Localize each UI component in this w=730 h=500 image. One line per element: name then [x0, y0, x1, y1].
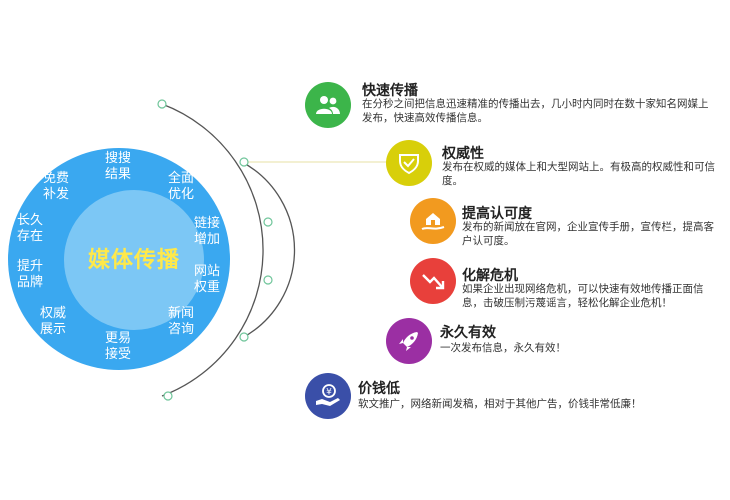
benefit-title-recognition: 提高认可度 — [462, 205, 532, 221]
arc-dot — [157, 99, 167, 109]
benefit-desc-crisis: 如果企业出现网络危机，可以快速有效地传播正面信息，击破压制污蔑谣言，轻松化解企业… — [462, 283, 704, 309]
benefit-desc-price: 软文推广，网络新闻发稿，相对于其他广告，价钱非常低廉！ — [358, 398, 642, 410]
money-hand-icon: ¥ — [305, 373, 351, 419]
benefit-title-price: 价钱低 — [358, 380, 400, 396]
wheel-segment-search: 搜搜 结果 — [104, 150, 131, 181]
wheel-segment-news: 新闻 咨询 — [167, 305, 194, 336]
arc-dot — [263, 275, 273, 285]
benefit-title-permanent: 永久有效 — [440, 324, 496, 340]
wheel-segment-lasting: 长久 存在 — [16, 212, 43, 243]
wheel-segment-links: 链接 增加 — [193, 215, 220, 246]
house-hand-icon — [410, 198, 456, 244]
rocket-icon — [386, 318, 432, 364]
benefit-desc-permanent: 一次发布信息，永久有效！ — [440, 342, 566, 354]
arc-dot — [263, 217, 273, 227]
benefit-title-authority: 权威性 — [442, 145, 484, 161]
trend-down-icon — [410, 258, 456, 304]
wheel-segment-accept: 更易 接受 — [104, 330, 131, 361]
wheel-segment-weight: 网站 权重 — [193, 263, 220, 294]
benefit-desc-fast: 在分秒之间把信息迅速精准的传播出去，几小时内同时在数十家知名网媒上发布，快速高效… — [362, 98, 709, 124]
wheel-center-title: 媒体传播 — [87, 247, 180, 272]
arc-dot — [239, 157, 249, 167]
benefit-desc-recognition: 发布的新闻放在官网，企业宣传手册，宣传栏，提高客户认可度。 — [462, 221, 714, 247]
benefit-desc-authority: 发布在权威的媒体上和大型网站上。有极高的权威性和可信度。 — [442, 161, 715, 187]
wheel-segment-authority: 权威 展示 — [39, 305, 66, 336]
wheel-center — [64, 190, 204, 330]
wheel-segment-optimize: 全面 优化 — [167, 170, 194, 201]
benefit-title-crisis: 化解危机 — [462, 267, 518, 283]
arc-dot — [163, 391, 173, 401]
users-icon — [305, 82, 351, 128]
arc-dot — [239, 332, 249, 342]
inner-arc — [241, 161, 296, 339]
wheel-segment-free: 免费 补发 — [42, 170, 69, 201]
shield-check-icon — [386, 140, 432, 186]
svg-text:¥: ¥ — [326, 388, 332, 398]
benefit-title-fast: 快速传播 — [362, 82, 418, 98]
wheel-segment-brand: 提升 品牌 — [16, 258, 43, 289]
outer-arc — [161, 103, 264, 397]
